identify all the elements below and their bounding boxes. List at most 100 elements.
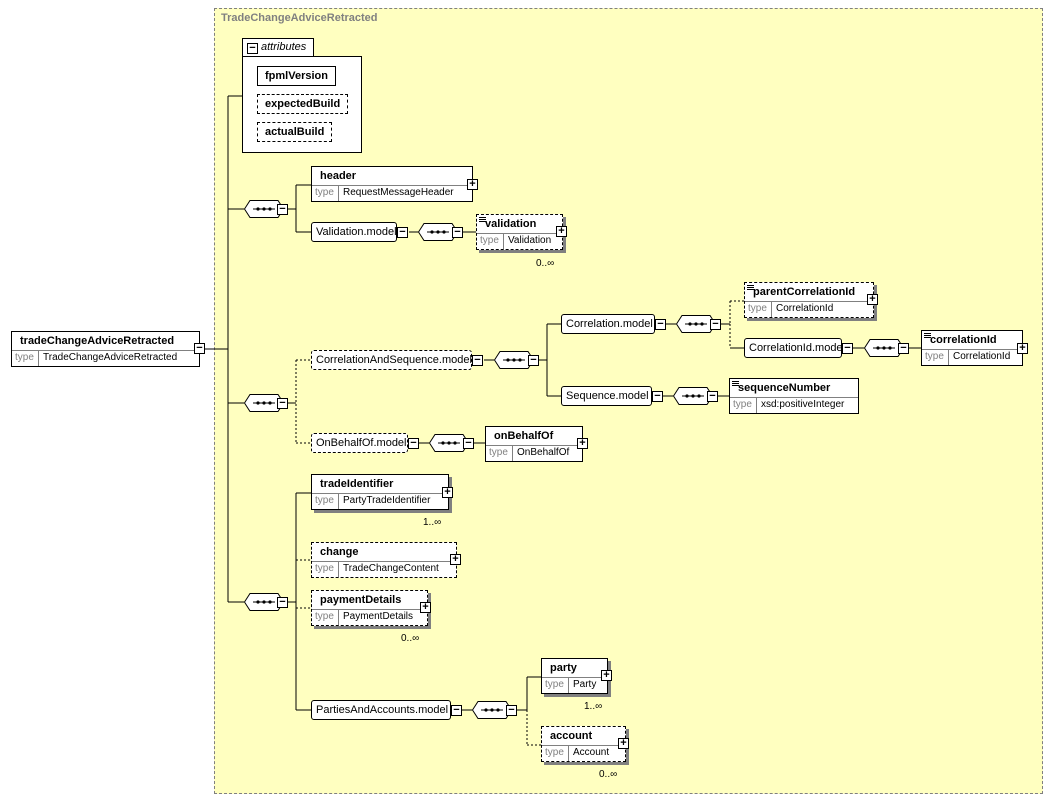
element-sequenceNumber[interactable]: sequenceNumber type xsd:positiveInteger: [729, 378, 859, 414]
root-element-name: tradeChangeAdviceRetracted: [20, 335, 175, 347]
type-key: type: [315, 187, 334, 198]
element-account[interactable]: account type Account: [541, 726, 626, 762]
collapse-toggle[interactable]: −: [277, 204, 288, 215]
sequence-compositor[interactable]: [244, 593, 284, 611]
sequence-compositor[interactable]: [472, 701, 512, 719]
expand-toggle[interactable]: +: [556, 226, 567, 237]
type-key: type: [489, 447, 508, 458]
type-key: type: [315, 495, 334, 506]
group-CorrelationAndSequence-model[interactable]: CorrelationAndSequence.model: [311, 350, 472, 370]
sequence-compositor[interactable]: [244, 394, 284, 412]
type-key: type: [545, 747, 564, 758]
collapse-toggle[interactable]: −: [247, 43, 258, 54]
sequence-compositor[interactable]: [673, 387, 713, 405]
type-key: type: [480, 235, 499, 246]
type-key: type: [545, 679, 564, 690]
group-PartiesAndAccounts-model[interactable]: PartiesAndAccounts.model: [311, 700, 451, 720]
collapse-toggle[interactable]: −: [506, 705, 517, 716]
collapse-toggle[interactable]: −: [452, 227, 463, 238]
element-onBehalfOf[interactable]: onBehalfOf type OnBehalfOf: [485, 426, 583, 462]
collapse-toggle[interactable]: −: [710, 319, 721, 330]
expand-toggle[interactable]: +: [577, 438, 588, 449]
attributes-tab[interactable]: − attributes: [242, 38, 314, 57]
documentation-icon: [732, 381, 739, 388]
sequence-compositor[interactable]: [494, 351, 534, 369]
element-name: tradeIdentifier: [320, 478, 394, 490]
expand-toggle[interactable]: +: [450, 554, 461, 565]
root-element-type: TradeChangeAdviceRetracted: [43, 352, 178, 363]
element-type: OnBehalfOf: [517, 447, 570, 458]
element-paymentDetails[interactable]: paymentDetails type PaymentDetails: [311, 590, 428, 626]
type-key: type: [925, 351, 944, 362]
group-Sequence-model[interactable]: Sequence.model: [561, 386, 652, 406]
element-name: change: [320, 546, 359, 558]
element-name: sequenceNumber: [738, 382, 831, 394]
sequence-compositor[interactable]: [429, 434, 469, 452]
collapse-toggle[interactable]: −: [277, 398, 288, 409]
documentation-icon: [747, 285, 754, 292]
element-name: account: [550, 730, 593, 742]
expand-toggle[interactable]: +: [442, 487, 453, 498]
collapse-toggle[interactable]: −: [463, 438, 474, 449]
cardinality-label: 1..∞: [584, 701, 603, 712]
element-name: header: [320, 170, 357, 182]
element-name: paymentDetails: [320, 594, 402, 606]
collapse-toggle[interactable]: −: [408, 438, 419, 449]
documentation-icon: [924, 333, 931, 340]
element-type: RequestMessageHeader: [343, 187, 454, 198]
type-key: type: [733, 399, 752, 410]
element-name: parentCorrelationId: [753, 286, 856, 298]
expand-toggle[interactable]: +: [1017, 343, 1028, 354]
type-key: type: [315, 611, 334, 622]
element-type: xsd:positiveInteger: [761, 399, 845, 410]
attribute-fpmlVersion[interactable]: fpmlVersion: [257, 66, 336, 86]
collapse-toggle[interactable]: −: [528, 355, 539, 366]
attribute-expectedBuild[interactable]: expectedBuild: [257, 94, 349, 114]
expand-toggle[interactable]: +: [467, 179, 478, 190]
expand-toggle[interactable]: +: [420, 602, 431, 613]
sequence-compositor[interactable]: [244, 200, 284, 218]
collapse-toggle[interactable]: −: [397, 227, 408, 238]
sequence-compositor[interactable]: [418, 223, 458, 241]
cardinality-label: 0..∞: [536, 258, 555, 269]
group-Validation-model[interactable]: Validation.model: [311, 222, 397, 242]
element-type: Account: [573, 747, 610, 758]
collapse-toggle[interactable]: −: [652, 391, 663, 402]
element-type: PaymentDetails: [343, 611, 414, 622]
collapse-toggle[interactable]: −: [277, 597, 288, 608]
type-key: type: [748, 303, 767, 314]
element-name: validation: [485, 218, 537, 230]
collapse-toggle[interactable]: −: [655, 319, 666, 330]
collapse-toggle[interactable]: −: [451, 705, 462, 716]
element-validation[interactable]: validation type Validation: [476, 214, 563, 250]
collapse-toggle[interactable]: −: [707, 391, 718, 402]
collapse-toggle[interactable]: −: [898, 343, 909, 354]
sequence-compositor[interactable]: [864, 339, 904, 357]
group-Correlation-model[interactable]: Correlation.model: [561, 314, 655, 334]
attribute-actualBuild[interactable]: actualBuild: [257, 122, 333, 142]
collapse-toggle[interactable]: −: [472, 355, 483, 366]
group-OnBehalfOf-model[interactable]: OnBehalfOf.model: [311, 433, 408, 453]
element-name: onBehalfOf: [494, 430, 554, 442]
collapse-toggle[interactable]: −: [842, 343, 853, 354]
expand-toggle[interactable]: +: [867, 294, 878, 305]
documentation-icon: [479, 217, 486, 224]
element-type: Validation: [508, 235, 552, 246]
element-type: Party: [573, 679, 597, 690]
complex-type-title: TradeChangeAdviceRetracted: [221, 12, 378, 24]
expand-toggle[interactable]: +: [601, 670, 612, 681]
element-header[interactable]: header type RequestMessageHeader: [311, 166, 473, 202]
root-element-tradeChangeAdviceRetracted[interactable]: tradeChangeAdviceRetracted type TradeCha…: [11, 331, 200, 367]
collapse-toggle[interactable]: −: [194, 343, 205, 354]
cardinality-label: 1..∞: [423, 517, 442, 528]
expand-toggle[interactable]: +: [618, 738, 629, 749]
cardinality-label: 0..∞: [599, 769, 618, 780]
group-CorrelationId-model[interactable]: CorrelationId.model: [744, 338, 845, 358]
sequence-compositor[interactable]: [676, 315, 716, 333]
